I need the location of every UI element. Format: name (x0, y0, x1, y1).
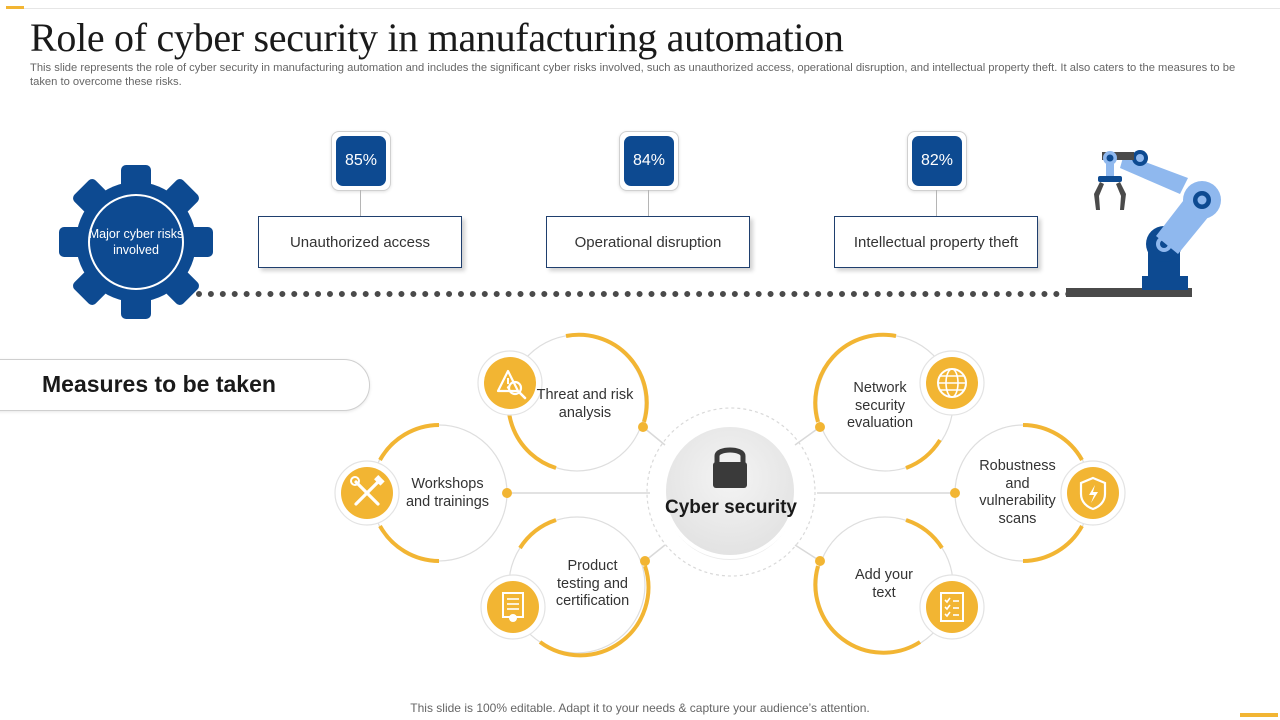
globe-icon (919, 350, 985, 416)
risk-label: Operational disruption (574, 233, 722, 251)
risk-label: Intellectual property theft (853, 233, 1019, 251)
gear-icon (59, 165, 213, 319)
risk-percent-badge: 82% (907, 131, 967, 191)
dotted-timeline (196, 291, 1072, 297)
certificate-icon (480, 574, 546, 640)
slide-footer: This slide is 100% editable. Adapt it to… (410, 701, 870, 715)
risk-connector (648, 190, 649, 216)
risk-percent: 85% (336, 136, 386, 186)
measures-diagram (334, 332, 1126, 658)
risk-box-operational-disruption: Operational disruption (546, 216, 750, 268)
measure-label-threat: Threat and risk analysis (536, 387, 634, 421)
risk-percent: 82% (912, 136, 962, 186)
robot-arm-icon (1066, 150, 1221, 297)
top-divider (24, 8, 1280, 9)
bottom-accent-bar (1240, 713, 1278, 717)
risk-hub-label: Major cyber risks involved (88, 227, 184, 257)
measures-heading-pill (0, 359, 370, 411)
tools-icon (334, 460, 400, 526)
slide-title: Role of cyber security in manufacturing … (30, 15, 844, 60)
top-accent-bar (6, 6, 24, 9)
measure-ring-workshops (370, 423, 512, 563)
slide-subtitle: This slide represents the role of cyber … (30, 62, 1236, 88)
risk-percent-badge: 85% (331, 131, 391, 191)
lock-icon (662, 424, 798, 560)
risk-box-unauthorized-access: Unauthorized access (258, 216, 462, 268)
measure-label-network: Network security evaluation (846, 380, 914, 431)
checklist-icon (919, 574, 985, 640)
measure-label-add-text: Add your text (854, 567, 914, 601)
risk-percent: 84% (624, 136, 674, 186)
risk-connector (936, 190, 937, 216)
measures-heading: Measures to be taken (42, 371, 276, 397)
measure-label-product-testing: Product testing and certification (555, 558, 630, 609)
risk-percent-badge: 84% (619, 131, 679, 191)
center-label: Cyber security (664, 497, 797, 518)
measure-label-robustness: Robustness and vulnerability scans (979, 458, 1056, 527)
risk-box-intellectual-property-theft: Intellectual property theft (834, 216, 1038, 268)
measure-label-workshops: Workshops and trainings (405, 476, 490, 510)
warning-search-icon (477, 350, 543, 416)
risk-label: Unauthorized access (289, 233, 431, 251)
risk-connector (360, 190, 361, 216)
shield-icon (1060, 460, 1126, 526)
